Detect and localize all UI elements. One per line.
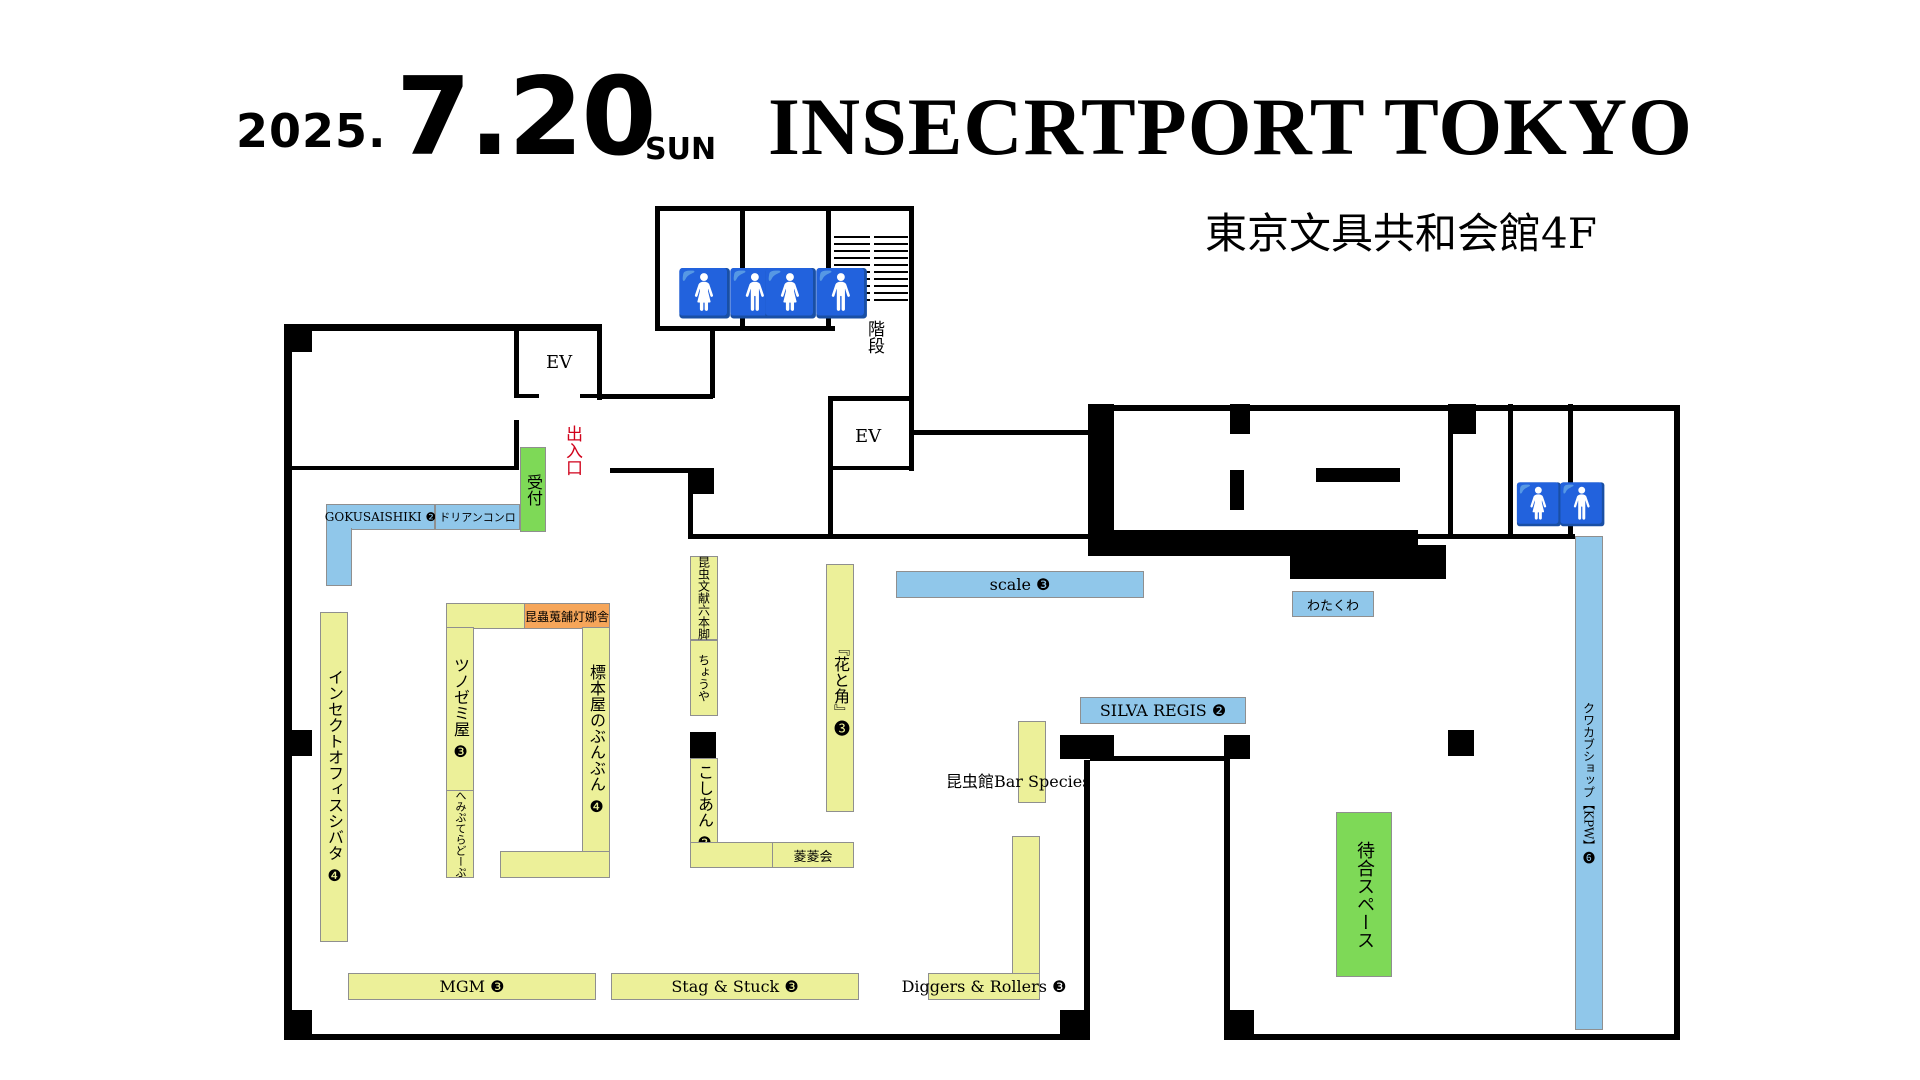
booth-hyohonya-bunbun[interactable]: 標本屋のぶんぶん ❹ (582, 627, 610, 853)
wall (1090, 756, 1230, 761)
event-date: 7.20 (396, 55, 656, 180)
booth-stag-stuck[interactable]: Stag & Stuck ❸ (611, 973, 859, 1000)
event-title: INSECRTPORT TOKYO (768, 81, 1693, 172)
booth-silva-regis[interactable]: SILVA REGIS ❷ (1080, 697, 1246, 724)
waiting-space: 待合スペース (1336, 812, 1392, 977)
wall (828, 466, 910, 470)
wall (514, 420, 519, 470)
booth-mgm[interactable]: MGM ❸ (348, 973, 596, 1000)
venue-name: 東京文具共和会館4F (1205, 209, 1597, 258)
wall (710, 326, 715, 398)
booth-bar-species[interactable]: 昆虫館Bar Species (946, 772, 1091, 791)
booth-hemiptera-dope[interactable]: へみぷてらどーぷ (446, 790, 474, 878)
booth-insect-office-shibata[interactable]: インセクトオフィスシバタ ❹ (320, 612, 348, 942)
booth-bar-species-table (1018, 721, 1046, 803)
wall (828, 396, 910, 401)
event-year: 2025. (236, 104, 387, 158)
restroom-icon: 🚺🚹 (1514, 482, 1608, 528)
wall (1674, 405, 1680, 1040)
wall (1224, 735, 1250, 759)
wall (1230, 404, 1250, 434)
wall (909, 206, 914, 471)
wall (600, 394, 713, 399)
booth-koshian[interactable]: こしあん ❷ (690, 758, 718, 858)
wall (1448, 404, 1453, 539)
wall (655, 326, 835, 331)
event-weekday: SUN (645, 132, 717, 167)
booth-chouya[interactable]: ちょうや (690, 640, 718, 716)
wall (1508, 404, 1513, 539)
booth-durian-konro[interactable]: ドリアンコンロ (435, 504, 520, 530)
wall (1316, 468, 1400, 482)
pillar (1228, 1010, 1254, 1036)
booth-scale[interactable]: scale ❸ (896, 571, 1144, 598)
restroom-icon: 🚺🚹 (676, 266, 785, 320)
wall (1084, 760, 1090, 1040)
wall (514, 394, 539, 398)
wall (610, 468, 710, 473)
pillar (1060, 1010, 1088, 1038)
wall (1090, 405, 1680, 411)
ev-top-label: EV (546, 352, 573, 373)
wall (288, 466, 518, 470)
booth-koshian-bottom (690, 842, 774, 868)
wall (1230, 470, 1244, 510)
restroom-icon: 🚺🚹 (762, 266, 871, 320)
wall (514, 326, 519, 396)
wall (688, 534, 1093, 539)
wall (597, 324, 602, 400)
booth-diggers-rollers[interactable]: Diggers & Rollers ❸ (902, 973, 1066, 1000)
booth-watakuwa[interactable]: わたくわ (1292, 591, 1374, 617)
wall (688, 468, 693, 538)
wall (284, 1034, 1090, 1040)
wall (1448, 404, 1476, 434)
booth-bunbun-bottom (500, 851, 610, 878)
pillar (1448, 730, 1474, 756)
booth-gokusaishiki[interactable]: GOKUSAISHIKI ❷ (325, 504, 436, 530)
wall (826, 206, 831, 331)
booth-diggers-side (1012, 836, 1040, 976)
wall (1060, 735, 1114, 759)
booth-gokusaishiki-side (326, 528, 352, 586)
pillar (284, 324, 312, 352)
wall (655, 206, 660, 331)
wall (580, 394, 600, 398)
wall (284, 324, 292, 1039)
booth-konchu-saiho-toumou[interactable]: 昆蟲蒐舗灯娜舎 (524, 603, 610, 629)
wall (740, 206, 745, 331)
wall (1224, 1034, 1680, 1040)
wall (655, 206, 914, 211)
booth-hana-to-tsuno[interactable]: 『花と角』❸ (826, 564, 854, 812)
reception-desk: 受付 (520, 447, 546, 532)
pillar (690, 732, 716, 758)
wall (1224, 756, 1230, 1040)
wall (284, 324, 601, 331)
booth-kuwakabu-shop[interactable]: クワカブショップ【KPW】❻ (1575, 536, 1603, 1030)
booth-tsunozemi[interactable]: ツノゼミ屋 ❸ (446, 627, 474, 791)
stairs-label: 階段 (864, 320, 884, 354)
wall (1290, 545, 1446, 579)
pillar (284, 730, 312, 756)
pillar (284, 1010, 312, 1038)
wall (1568, 404, 1573, 539)
wall (1088, 534, 1575, 539)
ev-mid-label: EV (855, 426, 882, 447)
entrance-label: 出入口 (562, 425, 582, 476)
wall (910, 430, 1090, 435)
booth-tsunozemi-top (446, 603, 526, 629)
booth-konchu-bunken[interactable]: 昆虫文献六本脚 (690, 556, 718, 640)
booth-ryoukai[interactable]: 菱菱会 (772, 842, 854, 868)
